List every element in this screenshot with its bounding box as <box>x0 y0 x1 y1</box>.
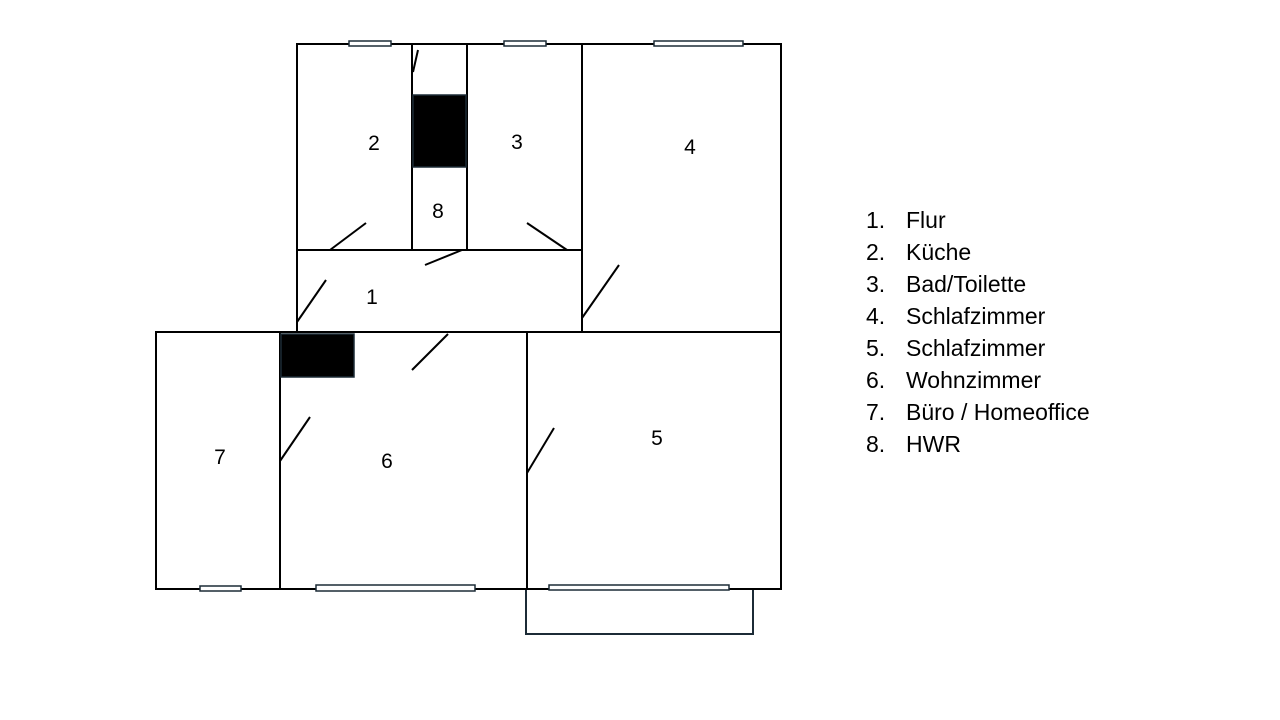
shaft-lower <box>280 333 355 378</box>
room-legend: 1. Flur 2. Küche 3. Bad/Toilette 4. Schlafzi… <box>866 204 1090 460</box>
legend-label: Flur <box>906 207 946 233</box>
doors <box>279 49 620 474</box>
door-living-from-hall <box>411 333 449 371</box>
door-hwr <box>424 249 463 266</box>
room-number-5: 5 <box>651 427 663 450</box>
window-kitchen <box>348 40 392 47</box>
room-number-4: 4 <box>684 136 696 159</box>
legend-number: 7. <box>866 399 886 425</box>
legend-number: 1. <box>866 207 886 233</box>
room-number-6: 6 <box>381 450 393 473</box>
upper-outline <box>155 43 782 590</box>
window-bath <box>503 40 547 47</box>
room-number-2: 2 <box>368 132 380 155</box>
room-number-8: 8 <box>432 200 444 223</box>
legend-item: 4. Schlafzimmer <box>866 300 1090 332</box>
legend-number: 6. <box>866 367 886 393</box>
door-kitchen <box>329 222 367 251</box>
window-bedroom-4 <box>653 40 744 47</box>
windows <box>199 40 744 592</box>
door-office <box>279 416 311 462</box>
legend-label: Büro / Homeoffice <box>906 399 1090 425</box>
legend-label: Wohnzimmer <box>906 367 1042 393</box>
legend-item: 1. Flur <box>866 204 1090 236</box>
legend-item: 7. Büro / Homeoffice <box>866 396 1090 428</box>
door-entrance <box>296 279 327 323</box>
room-numbers: 1 2 3 4 5 6 7 8 <box>214 131 696 473</box>
walls <box>155 43 782 590</box>
legend-item: 8. HWR <box>866 428 1090 460</box>
window-bedroom-5 <box>548 584 730 591</box>
window-office <box>199 585 242 592</box>
legend-label: Schlafzimmer <box>906 335 1046 361</box>
room-number-7: 7 <box>214 446 226 469</box>
legend-item: 6. Wohnzimmer <box>866 364 1090 396</box>
room-number-1: 1 <box>366 286 378 309</box>
legend-label: Schlafzimmer <box>906 303 1046 329</box>
shaft-upper <box>412 94 467 168</box>
legend-number: 2. <box>866 239 886 265</box>
legend-item: 3. Bad/Toilette <box>866 268 1090 300</box>
window-living <box>315 584 476 592</box>
door-bath <box>526 222 568 251</box>
door-bedroom-4 <box>581 264 620 319</box>
room-number-3: 3 <box>511 131 523 154</box>
balcony <box>525 589 754 635</box>
legend-item: 5. Schlafzimmer <box>866 332 1090 364</box>
legend-label: Küche <box>906 239 972 265</box>
legend-number: 4. <box>866 303 886 329</box>
legend-label: HWR <box>906 431 961 457</box>
legend-number: 5. <box>866 335 886 361</box>
legend-item: 2. Küche <box>866 236 1090 268</box>
legend-number: 3. <box>866 271 886 297</box>
legend-number: 8. <box>866 431 886 457</box>
door-hwr-top <box>412 49 419 73</box>
door-bedroom-5 <box>526 427 555 474</box>
legend-label: Bad/Toilette <box>906 271 1027 297</box>
